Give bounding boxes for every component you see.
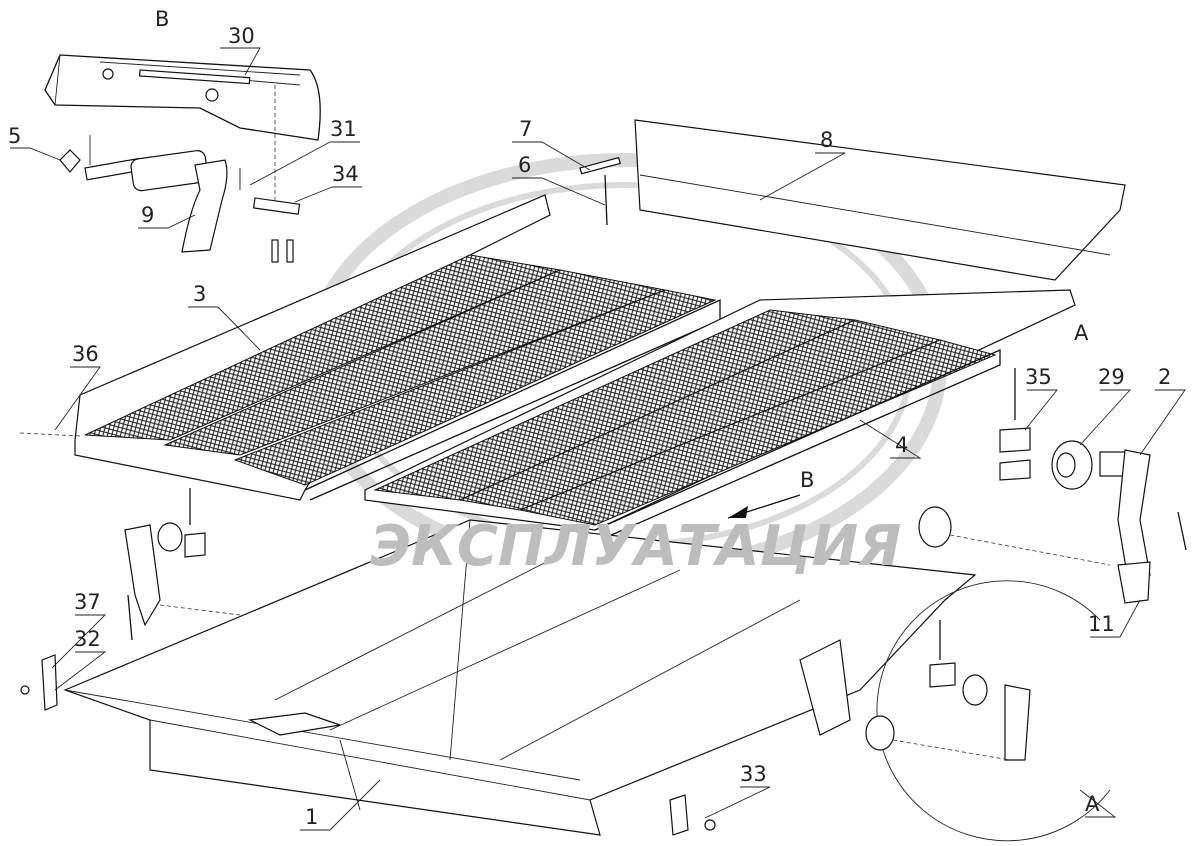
watermark-text: ЭКСПЛУАТАЦИЯ (370, 514, 901, 579)
view-a-detail-label: A (1085, 792, 1100, 816)
upper-sieve-3 (74, 194, 721, 501)
detail-a-circle (865, 580, 1111, 842)
callout-6: 6 (518, 153, 531, 177)
lower-sieve-4 (364, 289, 1076, 541)
callout-4: 4 (895, 433, 908, 457)
callout-32: 32 (74, 627, 101, 651)
callout-33: 33 (740, 762, 767, 786)
view-b-arrow-label: B (800, 468, 814, 492)
hydraulic-cylinder-assembly (59, 85, 301, 263)
callout-labels: B 30 5 31 34 9 7 6 8 3 36 A 35 29 2 4 B … (8, 7, 1171, 829)
callout-30: 30 (228, 24, 255, 48)
callout-1: 1 (305, 805, 318, 829)
callout-2: 2 (1158, 365, 1171, 389)
callout-35: 35 (1025, 365, 1052, 389)
callout-34: 34 (332, 162, 359, 186)
callout-29: 29 (1098, 365, 1125, 389)
callout-5: 5 (8, 124, 21, 148)
callout-9: 9 (141, 203, 154, 227)
callout-8: 8 (820, 128, 833, 152)
drive-arm-assembly (918, 368, 1187, 604)
callout-11: 11 (1088, 612, 1115, 636)
frame-1 (63, 519, 977, 836)
callout-7: 7 (519, 117, 532, 141)
view-b-detail (44, 54, 321, 141)
leader-lines (10, 47, 1186, 831)
callout-3: 3 (193, 282, 206, 306)
view-b-title: B (155, 7, 169, 31)
callout-37: 37 (74, 590, 101, 614)
callout-31: 31 (330, 117, 357, 141)
bracket-33 (669, 794, 716, 836)
left-drive-arm-assembly (20, 488, 241, 711)
callout-36: 36 (72, 342, 99, 366)
panel-8 (634, 119, 1126, 281)
view-a-label: A (1074, 321, 1089, 345)
